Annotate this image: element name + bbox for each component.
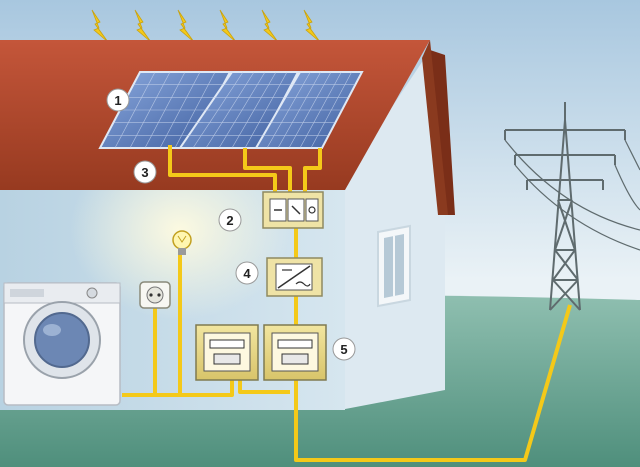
washing-machine-icon — [3, 282, 121, 406]
callout-4: 4 — [235, 261, 259, 285]
wiring — [122, 145, 572, 462]
callout-5: 5 — [332, 337, 356, 361]
power-pylon-icon — [504, 102, 640, 311]
power-socket-icon — [139, 281, 171, 309]
electricity-meter-icon — [263, 324, 327, 381]
callout-1: 1 — [106, 88, 130, 112]
side-window — [377, 224, 411, 308]
electricity-meter-icon — [195, 324, 259, 381]
callout-label: 5 — [340, 342, 347, 357]
inverter-icon — [266, 257, 323, 297]
callout-label: 2 — [226, 213, 233, 228]
junction-box-icon — [262, 191, 324, 229]
callout-2: 2 — [218, 208, 242, 232]
callout-label: 1 — [114, 93, 121, 108]
callout-label: 3 — [141, 165, 148, 180]
solar-panels — [98, 71, 364, 149]
callout-label: 4 — [243, 266, 251, 281]
cable-icon — [168, 145, 277, 195]
house-gable-shadow — [430, 50, 455, 215]
roof-edge — [422, 40, 448, 215]
callout-3: 3 — [133, 160, 157, 184]
light-bulb-icon — [172, 230, 192, 255]
